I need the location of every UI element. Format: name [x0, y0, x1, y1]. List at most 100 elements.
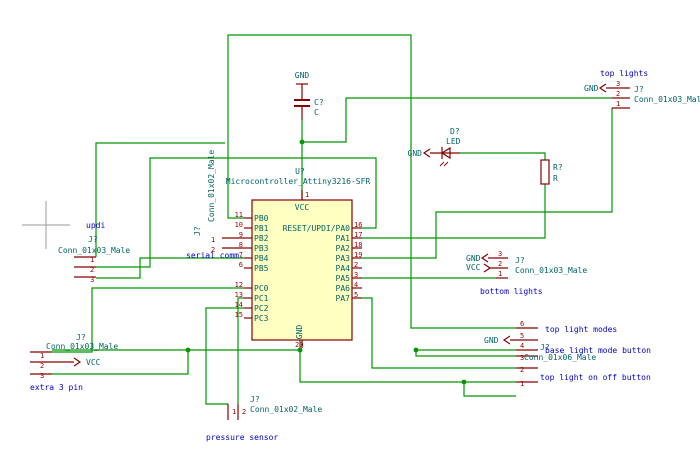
note-top-light-onoff: top light on off button	[540, 373, 651, 382]
buttons-gnd: GND	[484, 336, 499, 345]
crosshair-cursor	[22, 201, 70, 249]
pressure-ref: J?	[250, 395, 260, 404]
mcu-pin-name: PC3	[254, 314, 269, 323]
mcu-pin-num: 3	[354, 271, 358, 279]
pin-num: 2	[616, 90, 620, 98]
mcu-pin-name: PA7	[336, 294, 351, 303]
pin-num: 1	[616, 100, 620, 108]
wire-pa7	[362, 297, 516, 369]
mcu-pin-name: PB2	[254, 234, 269, 243]
pin-num: 4	[520, 342, 524, 350]
bottom-vcc: VCC	[466, 263, 481, 272]
mcu-pin-name: RESET/UPDI/PA0	[283, 224, 351, 233]
top-lights-title: top lights	[600, 69, 648, 78]
wire-pa1-res	[362, 184, 546, 239]
note-base-light-mode: base light mode button	[545, 346, 651, 355]
updi-value: Conn_01x03_Male	[58, 246, 130, 255]
mcu-pin-num: 12	[235, 281, 243, 289]
wire-gnd-right	[299, 350, 516, 383]
wire-pb0-modes	[227, 34, 516, 329]
pin-num: 2	[40, 362, 44, 370]
mcu-bottom-pin-num: 20	[295, 341, 303, 349]
mcu-pin-name: PB5	[254, 264, 269, 273]
bottom-title: bottom lights	[480, 287, 543, 296]
mcu-pin-num: 5	[354, 291, 358, 299]
wire-vcc-top	[302, 97, 612, 143]
connector-top-lights[interactable]: top lights J? Conn_01x03_Male GND 3 2 1	[584, 69, 700, 109]
mcu-pin-num: 19	[354, 251, 362, 259]
mcu-pin-num: 13	[235, 291, 243, 299]
wire-updi	[96, 157, 377, 268]
connector-pressure[interactable]: 1 2 J? Conn_01x02_Male pressure sensor	[206, 395, 322, 442]
mcu-pin-num: 17	[354, 231, 362, 239]
mcu-pin-num: 10	[235, 221, 243, 229]
mcu-pin-name: PA2	[336, 244, 351, 253]
mcu-pin-num: 4	[354, 281, 358, 289]
capacitor[interactable]: C? C GND	[294, 71, 324, 120]
serial-title: serial comm.	[186, 251, 244, 260]
mcu-pin-num: 2	[354, 261, 358, 269]
extra-vcc: VCC	[86, 358, 101, 367]
pin-num: 2	[520, 366, 524, 374]
bottom-ref: J?	[515, 256, 525, 265]
mcu-right-pins: 16RESET/UPDI/PA017PA118PA219PA32PA43PA54…	[283, 221, 363, 303]
res-value: R	[553, 174, 558, 183]
mcu-pin-name: PC2	[254, 304, 269, 313]
mcu-pin-name: PA3	[336, 254, 351, 263]
pin-num: 1	[520, 380, 524, 388]
junction	[297, 347, 303, 353]
resistor[interactable]: R? R	[540, 159, 563, 185]
junction	[413, 347, 419, 353]
cap-ref: C?	[314, 98, 324, 107]
mcu-value: Microcontroller_Attiny3216-SFR	[226, 177, 371, 186]
connector-buttons[interactable]: GND 6 5 4 3 2 1 J? Conn_01x06_Male top l…	[484, 320, 651, 388]
wire-pc0	[52, 287, 244, 353]
res-ref: R?	[553, 163, 563, 172]
extra-ref: J?	[76, 333, 86, 342]
mcu-pin-name: PB3	[254, 244, 269, 253]
pin-num: 1	[40, 352, 44, 360]
mcu-pin-num: 18	[354, 241, 362, 249]
top-lights-ref: J?	[634, 85, 644, 94]
mcu-pin-name: PA1	[336, 234, 351, 243]
junction	[461, 379, 467, 385]
mcu-pin-name: PB1	[254, 224, 269, 233]
updi-title: updi	[86, 221, 105, 230]
wire-pc2	[205, 307, 244, 405]
wires	[52, 34, 613, 405]
wire-vcc-extra	[52, 350, 189, 375]
wire-res-led	[460, 152, 546, 160]
serial-ref: J?	[193, 226, 202, 236]
wire-pb4	[96, 257, 244, 279]
pin-num: 3	[90, 276, 94, 284]
pin-num: 1	[90, 256, 94, 264]
microcontroller[interactable]: U? Microcontroller_Attiny3216-SFR VCC GN…	[226, 167, 371, 349]
serial-value: Conn_01x02_Male	[207, 150, 216, 222]
mcu-pin-num: 14	[235, 301, 243, 309]
pin-num: 3	[498, 250, 502, 258]
pin-num: 3	[520, 354, 524, 362]
connector-serial[interactable]: J? Conn_01x02_Male serial comm. 1 2	[186, 150, 244, 260]
top-lights-gnd: GND	[584, 84, 599, 93]
pin-num: 2	[498, 260, 502, 268]
cap-gnd-label: GND	[295, 71, 310, 80]
mcu-pin-name: PC1	[254, 294, 269, 303]
mcu-pin-num: 9	[239, 231, 243, 239]
mcu-pin-num: 15	[235, 311, 243, 319]
pin-num: 2	[242, 408, 246, 416]
led[interactable]: D? LED GND	[408, 127, 461, 167]
connector-updi[interactable]: updi J? Conn_01x03_Male 1 2 3	[58, 221, 130, 284]
led-ref: D?	[450, 127, 460, 136]
junctions	[185, 139, 467, 385]
mcu-pin-num: 7	[239, 251, 243, 259]
mcu-pin-name: PA4	[336, 264, 351, 273]
bottom-gnd: GND	[466, 254, 481, 263]
connector-bottom-lights[interactable]: GND VCC 3 2 1 J? Conn_01x03_Male bottom …	[466, 250, 587, 296]
connector-extra[interactable]: J? Conn_01x03_Male VCC 1 2 3 extra 3 pin	[30, 333, 118, 392]
mcu-pin-num: 11	[235, 211, 243, 219]
bottom-value: Conn_01x03_Male	[515, 266, 587, 275]
mcu-body	[251, 199, 353, 341]
pin-num: 2	[90, 266, 94, 274]
buttons-ref: J?	[540, 343, 550, 352]
